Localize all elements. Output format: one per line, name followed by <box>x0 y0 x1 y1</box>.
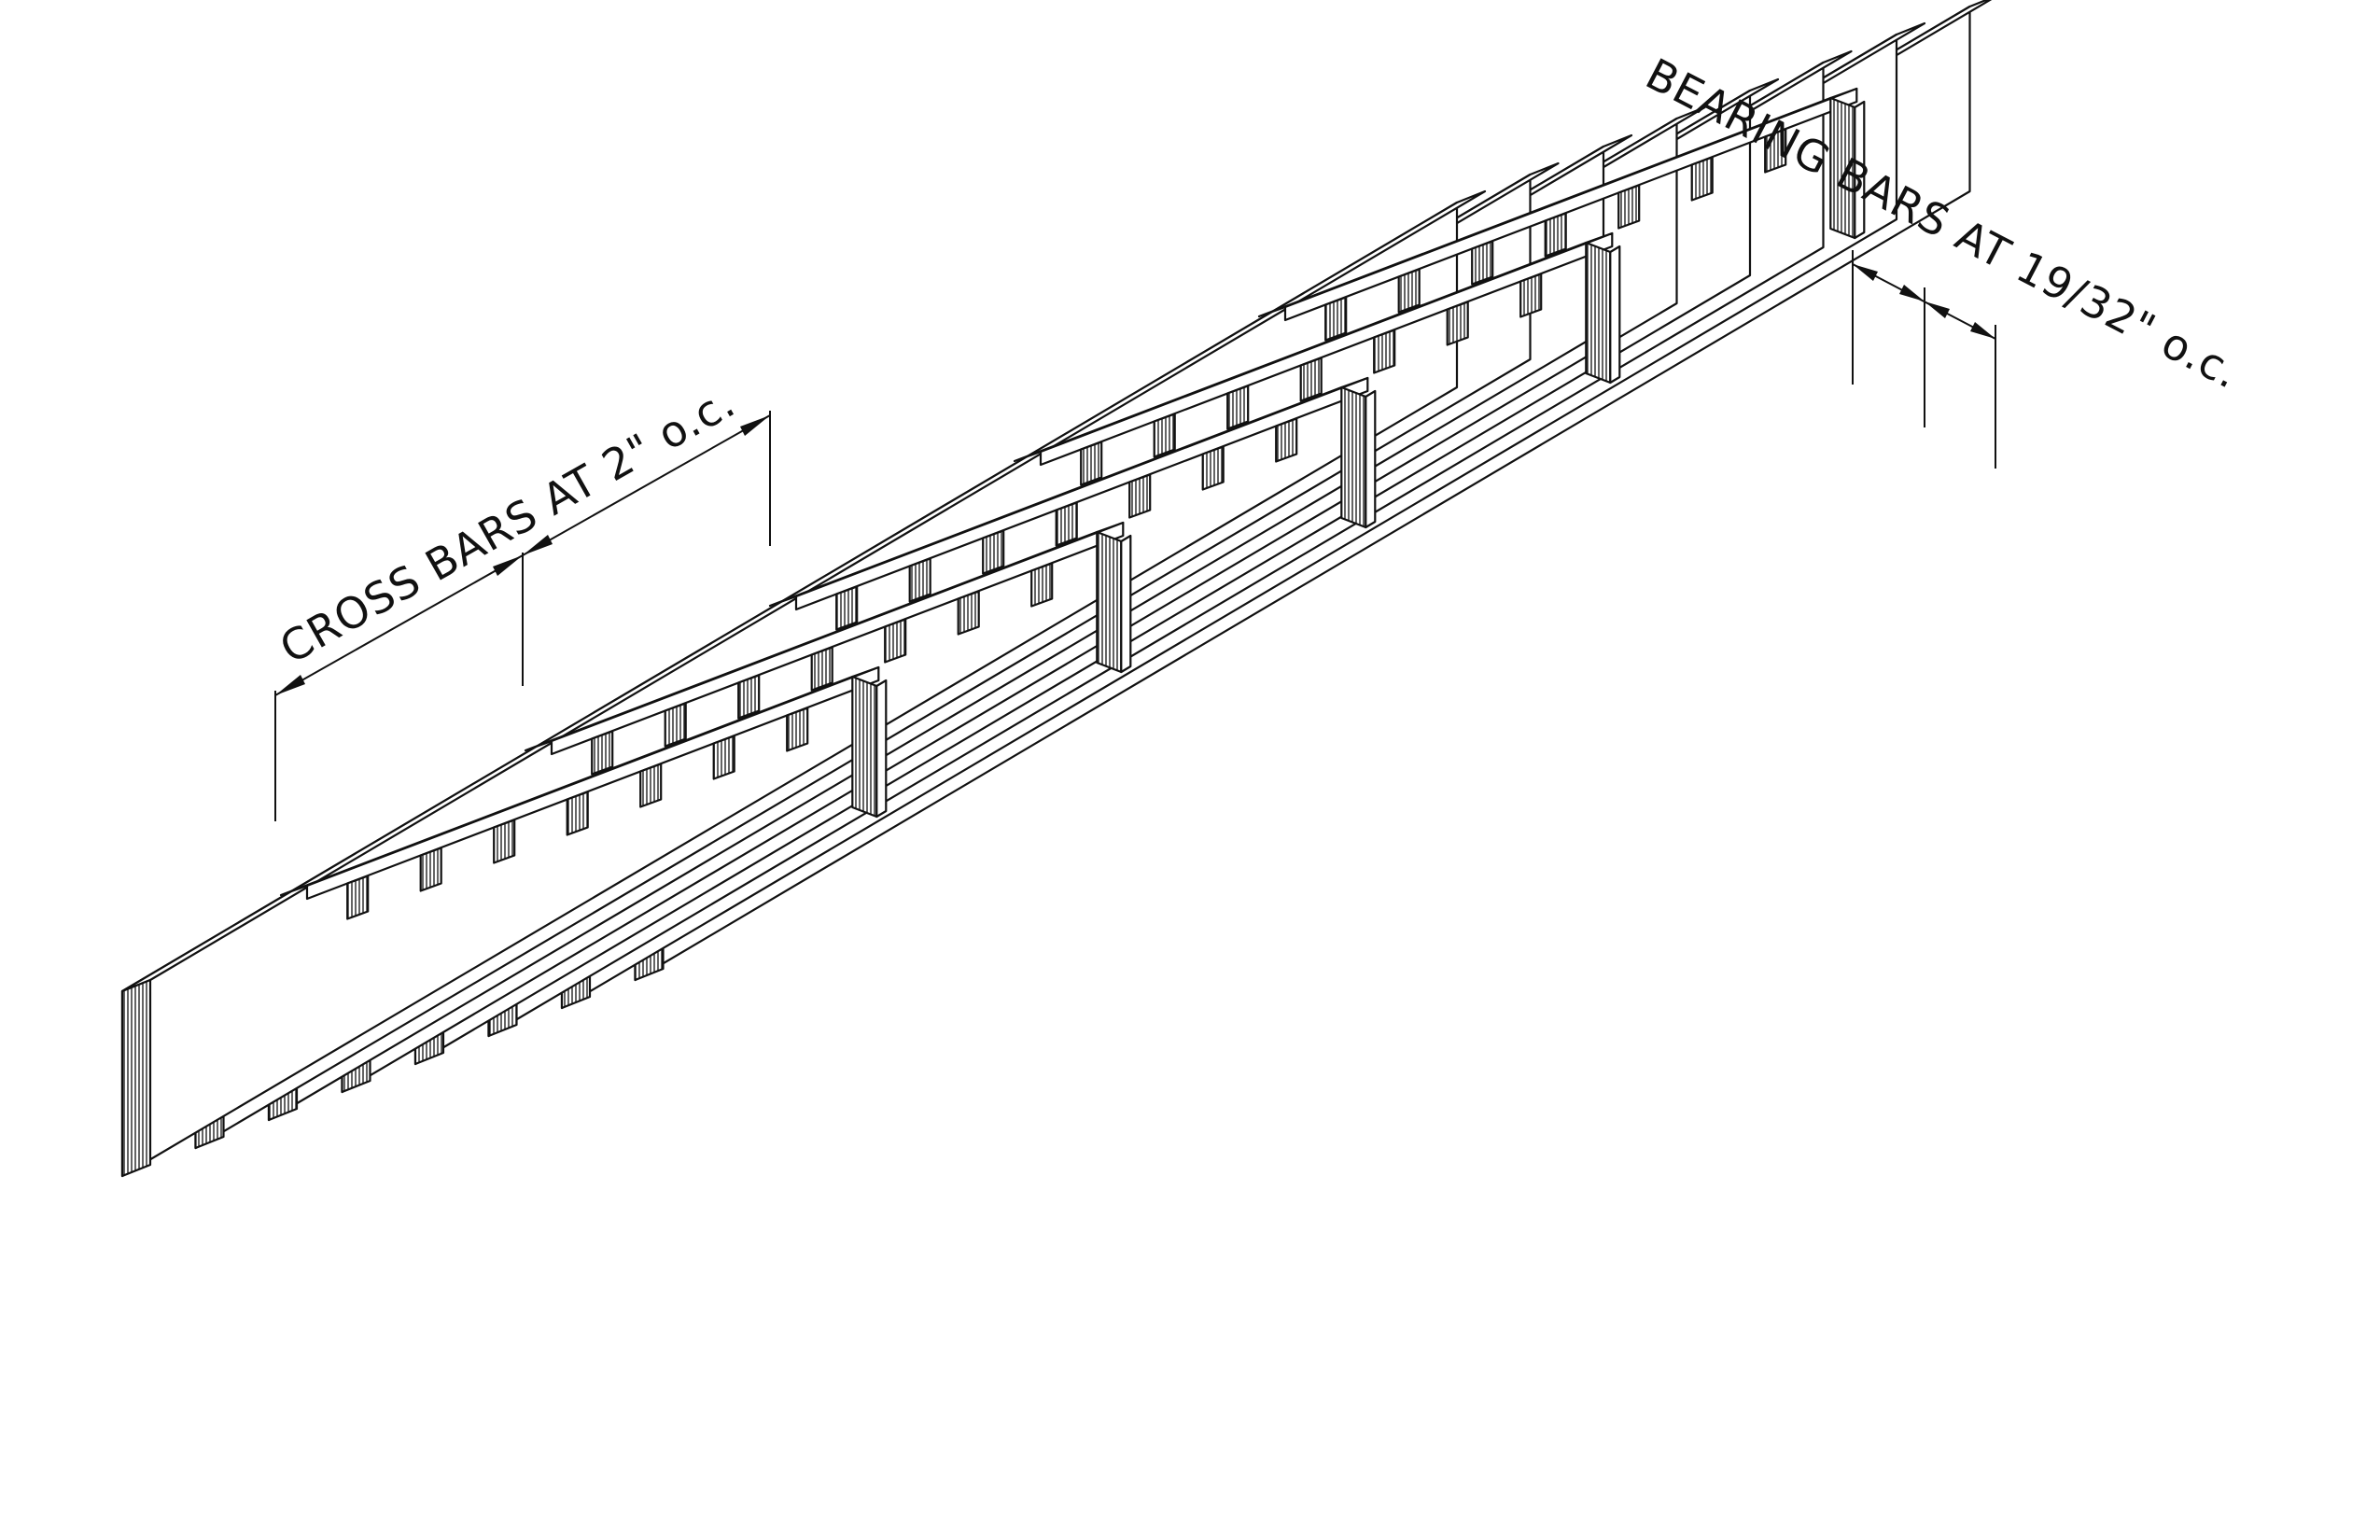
cross-bar-front <box>1283 87 1858 322</box>
cross-bar-end-edge <box>875 679 888 819</box>
cross-bar <box>1013 231 1621 486</box>
arrowhead <box>275 675 305 695</box>
arrowhead <box>740 415 770 436</box>
cross-bar-front <box>305 665 880 901</box>
cross-bar-end <box>1340 385 1367 529</box>
cross-bar-notch <box>884 618 907 664</box>
cross-bar-end-edge <box>1609 245 1621 385</box>
cross-bar-end-edge <box>1365 389 1377 529</box>
cross-bar-notch <box>1373 329 1396 374</box>
cross-bar-notch <box>737 674 761 720</box>
cross-bar-notch <box>493 819 516 864</box>
bearing-bar-side <box>120 201 1459 1178</box>
cross-bar-notch <box>786 707 809 752</box>
cross-bar-notch <box>1617 184 1641 230</box>
cross-bar <box>768 376 1377 631</box>
cross-bar-front <box>1039 231 1614 467</box>
cross-bar-notch <box>1226 385 1250 430</box>
cross-bar-notch <box>835 585 859 631</box>
cross-bars-label: CROSS BARS AT 2" o.c. <box>272 376 744 673</box>
cross-bar-notch <box>1275 417 1298 463</box>
cross-bar-notch <box>1397 268 1421 314</box>
cross-bar-notch <box>1471 240 1494 286</box>
cross-bar-notch <box>1030 562 1054 608</box>
cross-bar-notch <box>1299 357 1323 402</box>
arrowhead <box>493 555 523 576</box>
cross-bar-notch <box>982 529 1005 575</box>
cross-bar-notch <box>346 875 370 920</box>
arrowhead <box>1899 285 1925 301</box>
cross-bar <box>524 521 1132 776</box>
cross-bar-end <box>1096 530 1123 674</box>
cross-bar-notch <box>1080 441 1103 486</box>
cross-bar-end-edge <box>1120 534 1132 674</box>
cross-bar-notch <box>566 791 589 836</box>
cross-bar-notch <box>957 590 980 636</box>
cross-bar-notch <box>1153 413 1176 458</box>
cross-bar-notch <box>419 847 442 892</box>
cross-bars-group <box>279 87 1866 920</box>
arrowhead <box>1925 301 1950 318</box>
cross-bar-end <box>851 675 878 819</box>
cross-bar-notch <box>810 646 833 692</box>
dimension-line <box>1852 263 1996 340</box>
cross-bar-notch <box>639 763 663 808</box>
cross-bar-notch <box>1201 445 1225 491</box>
cross-bar-notch <box>1128 473 1152 519</box>
cross-bar-front <box>550 521 1125 756</box>
cross-bar <box>1257 87 1866 342</box>
cross-bar-notch <box>1519 273 1543 318</box>
arrowhead <box>1970 322 1995 339</box>
cross-bar-end <box>1585 241 1612 385</box>
cross-bar-notch <box>1324 296 1348 342</box>
arrowhead <box>1853 264 1878 281</box>
arrowhead <box>523 535 553 555</box>
cross-bar-notch <box>1544 212 1567 258</box>
cross-bar-notch <box>1446 301 1469 346</box>
bearing-bar <box>120 189 1487 1178</box>
cross-bar-notch <box>1055 501 1078 547</box>
cross-bar-end-edge <box>1854 100 1866 240</box>
cross-bar-front <box>794 376 1369 611</box>
cross-bar-notch <box>591 730 614 776</box>
cross-bar-notch <box>1690 156 1714 202</box>
cross-bar-notch <box>712 735 735 780</box>
cross-bar-notch <box>664 702 687 748</box>
cross-bar <box>279 665 888 920</box>
cross-bar-notch <box>908 557 931 603</box>
bearing-bar-end <box>120 978 152 1178</box>
cross-bar-notch <box>1764 128 1787 174</box>
